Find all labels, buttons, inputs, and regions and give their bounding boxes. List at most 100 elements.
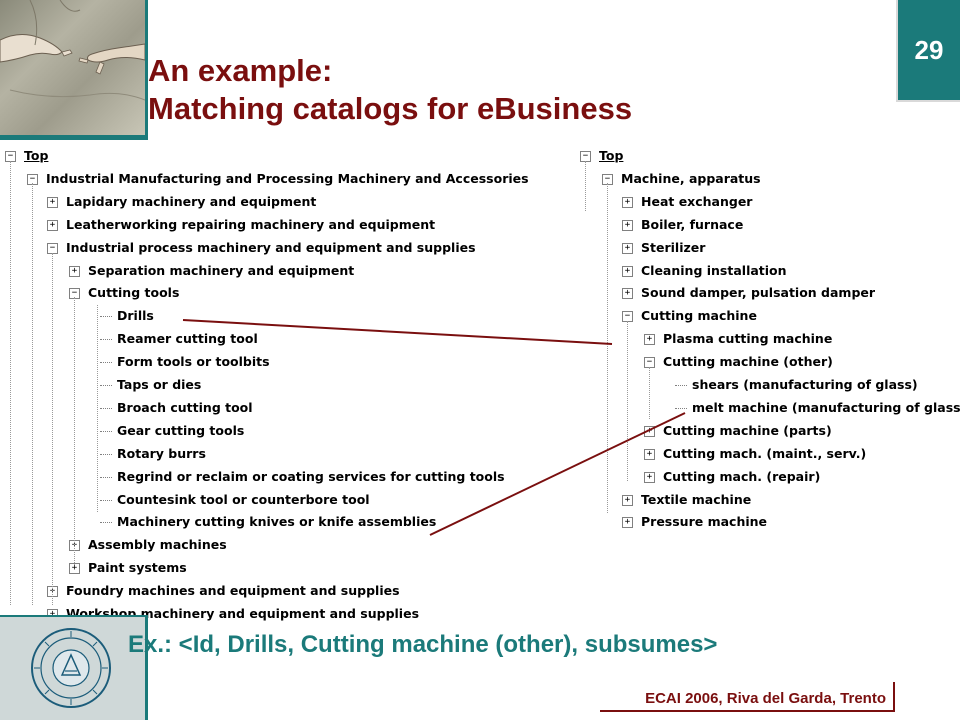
expand-icon[interactable]: +: [622, 494, 633, 506]
tree-node-label: Foundry machines and equipment and suppl…: [66, 583, 400, 598]
tree-node-label: Countesink tool or counterbore tool: [117, 492, 370, 507]
expand-icon[interactable]: +: [69, 265, 80, 277]
expand-icon[interactable]: +: [622, 287, 633, 299]
title-line-1: An example:: [148, 53, 333, 88]
tree-node[interactable]: Form tools or toolbits: [100, 351, 270, 373]
tree-node[interactable]: Taps or dies: [100, 374, 201, 396]
expand-icon[interactable]: +: [622, 196, 633, 208]
right-catalog-tree: −Top−Machine, apparatus+Heat exchanger+B…: [575, 145, 960, 535]
tree-node-label: Industrial process machinery and equipme…: [66, 240, 476, 255]
tree-node[interactable]: Machinery cutting knives or knife assemb…: [100, 511, 436, 533]
tree-node[interactable]: −Cutting machine (other): [644, 351, 833, 373]
tree-node-label: Machinery cutting knives or knife assemb…: [117, 514, 437, 529]
tree-node[interactable]: melt machine (manufacturing of glass): [675, 397, 960, 419]
university-seal-icon: [31, 628, 111, 708]
tree-node[interactable]: −Industrial Manufacturing and Processing…: [27, 168, 529, 190]
expand-icon[interactable]: +: [622, 242, 633, 254]
tree-node-label: Cleaning installation: [641, 263, 787, 278]
tree-node[interactable]: −Industrial process machinery and equipm…: [47, 237, 476, 259]
tree-node[interactable]: Drills: [100, 305, 154, 327]
tree-guide-line: [97, 305, 98, 512]
tree-node[interactable]: +Sound damper, pulsation damper: [622, 282, 875, 304]
tree-node-label: Rotary burrs: [117, 446, 206, 461]
expand-icon[interactable]: +: [644, 448, 655, 460]
tree-node-label: Paint systems: [88, 560, 187, 575]
tree-node[interactable]: −Cutting tools: [69, 282, 179, 304]
collapse-icon[interactable]: −: [580, 150, 591, 162]
tree-node[interactable]: Regrind or reclaim or coating services f…: [100, 466, 505, 488]
footer-vertical-rule: [145, 615, 148, 720]
tree-node-label: Taps or dies: [117, 377, 202, 392]
tree-guide-line: [74, 297, 75, 565]
header-horizontal-rule: [0, 135, 148, 140]
expand-icon[interactable]: +: [644, 333, 655, 345]
tree-node[interactable]: −Cutting machine: [622, 305, 757, 327]
tree-node[interactable]: −Top: [580, 145, 623, 167]
tree-node-label: Leatherworking repairing machinery and e…: [66, 217, 436, 232]
tree-node[interactable]: + Textile machine: [622, 489, 751, 511]
tree-node-label: Industrial Manufacturing and Processing …: [46, 171, 529, 186]
title-line-2: Matching catalogs for eBusiness: [148, 91, 633, 126]
tree-node[interactable]: +Plasma cutting machine: [644, 328, 832, 350]
tree-connector: [100, 476, 112, 478]
tree-guide-line: [52, 253, 53, 605]
tree-node[interactable]: + Sterilizer: [622, 237, 705, 259]
collapse-icon[interactable]: −: [47, 242, 58, 254]
tree-node[interactable]: + Pressure machine: [622, 511, 767, 533]
tree-node-label: Sterilizer: [641, 240, 706, 255]
tree-node[interactable]: + Leatherworking repairing machinery and …: [47, 214, 435, 236]
tree-connector: [100, 338, 112, 340]
expand-icon[interactable]: +: [622, 219, 633, 231]
expand-icon[interactable]: +: [47, 219, 58, 231]
tree-node[interactable]: Countesink tool or counterbore tool: [100, 489, 370, 511]
tree-node[interactable]: + Cutting machine (parts): [644, 420, 832, 442]
tree-connector: [100, 315, 112, 317]
collapse-icon[interactable]: −: [5, 150, 16, 162]
expand-icon[interactable]: +: [622, 516, 633, 528]
tree-node[interactable]: Rotary burrs: [100, 443, 206, 465]
tree-node[interactable]: + Separation machinery and equipment: [69, 260, 354, 282]
tree-node[interactable]: shears (manufacturing of glass): [675, 374, 918, 396]
tree-node[interactable]: Reamer cutting tool: [100, 328, 258, 350]
tree-node[interactable]: + Cutting mach. (maint., serv.): [644, 443, 866, 465]
footer-horizontal-rule: [0, 615, 148, 618]
tree-node[interactable]: +Lapidary machinery and equipment: [47, 191, 316, 213]
tree-node[interactable]: +Boiler, furnace: [622, 214, 743, 236]
collapse-icon[interactable]: −: [622, 310, 633, 322]
slide-title: An example: Matching catalogs for eBusin…: [148, 52, 888, 128]
tree-node[interactable]: +Cutting mach. (repair): [644, 466, 820, 488]
tree-node-label: Gear cutting tools: [117, 423, 245, 438]
tree-node[interactable]: −Machine, apparatus: [602, 168, 761, 190]
tree-node-label: Textile machine: [641, 492, 752, 507]
tree-node-label: Separation machinery and equipment: [88, 263, 355, 278]
tree-node[interactable]: Gear cutting tools: [100, 420, 244, 442]
tree-node[interactable]: + Cleaning installation: [622, 260, 787, 282]
tree-node-label: Cutting machine (parts): [663, 423, 832, 438]
tree-node[interactable]: +Workshop machinery and equipment and su…: [47, 603, 419, 625]
tree-node-label: Cutting machine (other): [663, 354, 833, 369]
tree-node-label: Pressure machine: [641, 514, 768, 529]
example-mapping: Ex.: <Id, Drills, Cutting machine (other…: [128, 631, 718, 658]
hands-illustration: [0, 0, 145, 101]
tree-node[interactable]: Broach cutting tool: [100, 397, 253, 419]
tree-node-label: Reamer cutting tool: [117, 331, 258, 346]
tree-node[interactable]: +Paint systems: [69, 557, 187, 579]
tree-node-label: Top: [599, 148, 624, 163]
expand-icon[interactable]: +: [47, 196, 58, 208]
tree-node-label: Cutting machine: [641, 308, 757, 323]
expand-icon[interactable]: +: [644, 425, 655, 437]
tree-node[interactable]: +Foundry machines and equipment and supp…: [47, 580, 400, 602]
footer-vertical-accent: [893, 682, 895, 712]
tree-node-label: Assembly machines: [88, 537, 227, 552]
collapse-icon[interactable]: −: [644, 356, 655, 368]
expand-icon[interactable]: +: [622, 265, 633, 277]
tree-node[interactable]: −Top: [5, 145, 48, 167]
tree-connector: [100, 407, 112, 409]
slide-number: 29: [896, 0, 960, 102]
tree-node-label: Heat exchanger: [641, 194, 753, 209]
tree-connector: [100, 499, 112, 501]
expand-icon[interactable]: +: [644, 471, 655, 483]
tree-node[interactable]: +Assembly machines: [69, 534, 227, 556]
tree-node[interactable]: + Heat exchanger: [622, 191, 752, 213]
tree-node-label: Cutting mach. (maint., serv.): [663, 446, 867, 461]
